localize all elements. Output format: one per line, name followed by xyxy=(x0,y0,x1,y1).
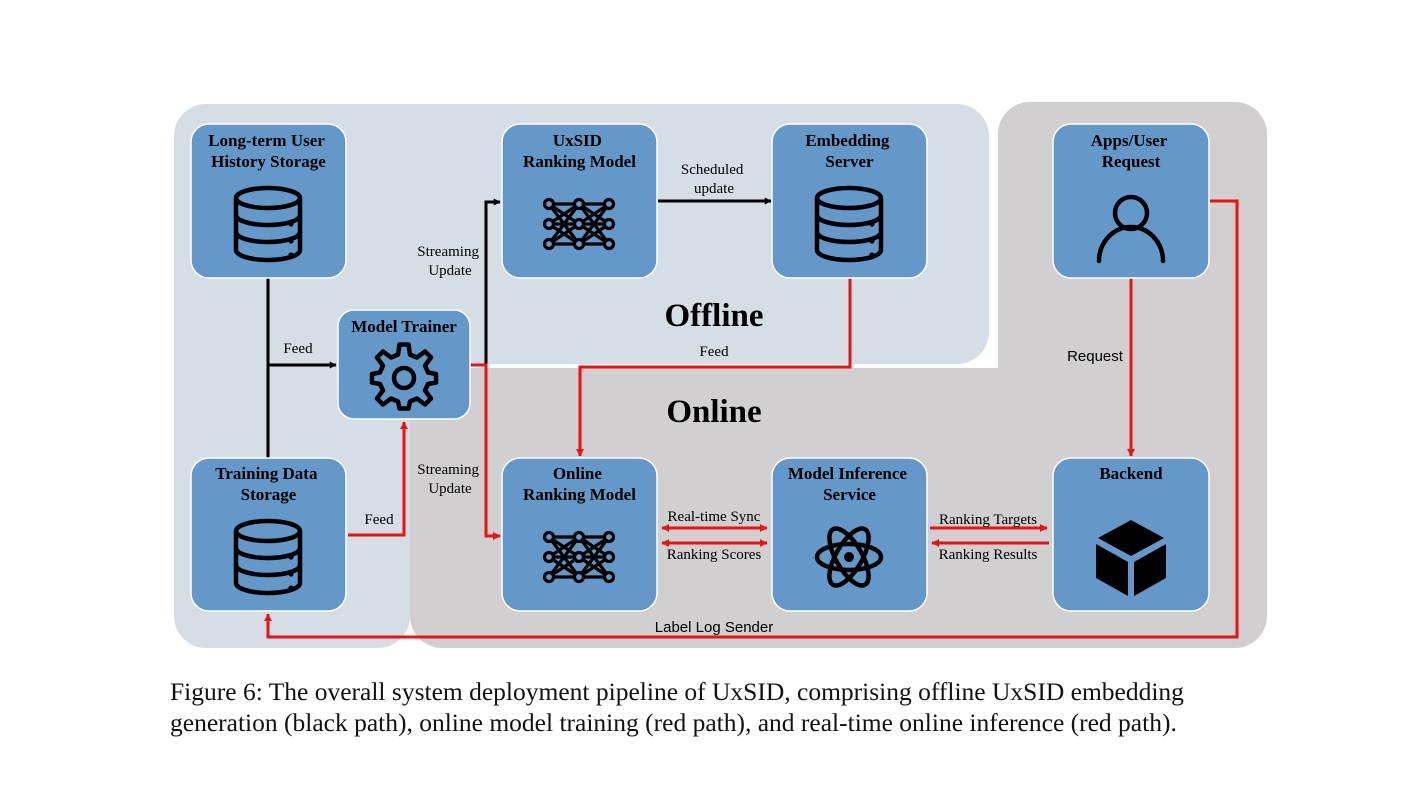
svg-text:Model Inference Service: Model Inference Service xyxy=(788,464,911,504)
node-uxsid-ranking-model: UxSID Ranking Model xyxy=(501,123,658,279)
neural-network-icon xyxy=(542,530,616,584)
node-label-line: Apps/User xyxy=(1091,131,1168,150)
node-label-line: Long-term User xyxy=(208,131,325,150)
svg-text:Backend: Backend xyxy=(1099,464,1163,483)
svg-text:Embedding Server: Embedding Server xyxy=(805,131,893,171)
realtime-sync-label: Real-time Sync xyxy=(668,509,761,525)
red-path-group xyxy=(264,199,1239,639)
node-label-line: UxSID xyxy=(553,131,602,150)
edge-label-line: Streaming xyxy=(417,462,479,478)
ranking-targets-label: Ranking Targets xyxy=(939,512,1037,528)
node-label-line: Online xyxy=(553,464,603,483)
feed-label-training: Feed xyxy=(364,512,394,528)
streaming-update-arrow-bottom xyxy=(470,363,501,540)
node-online-ranking-model: Online Ranking Model xyxy=(501,457,658,612)
node-label-line: Model Trainer xyxy=(351,317,457,336)
node-model-inference-service: Model Inference Service xyxy=(771,457,928,612)
black-path-group xyxy=(266,197,772,458)
neural-network-icon xyxy=(542,197,616,251)
scheduled-update-label: Scheduled update xyxy=(681,162,747,197)
svg-text:Online Ranking Model: Online Ranking Model xyxy=(523,464,636,504)
streaming-update-label-bottom: Streaming Update xyxy=(417,462,482,497)
node-embedding-server: Embedding Server xyxy=(771,123,928,279)
caption-line: Figure 6: The overall system deployment … xyxy=(170,677,1184,706)
online-title: Online xyxy=(666,394,761,430)
offline-title: Offline xyxy=(665,298,764,334)
streaming-update-label-top: Streaming Update xyxy=(417,244,482,279)
request-label: Request xyxy=(1067,348,1124,365)
node-label-line: Storage xyxy=(241,485,297,504)
svg-text:Model Trainer: Model Trainer xyxy=(351,317,457,336)
node-label-line: Ranking Model xyxy=(523,152,636,171)
label-log-sender-label: Label Log Sender xyxy=(655,619,773,636)
node-label-line: Training Data xyxy=(215,464,318,483)
edge-label-line: update xyxy=(694,181,734,197)
node-backend: Backend xyxy=(1052,457,1210,612)
feed-label-embedding: Feed xyxy=(699,344,729,360)
node-label-line: Embedding xyxy=(805,131,890,150)
feed-label-history: Feed xyxy=(283,341,313,357)
edge-label-line: Update xyxy=(428,263,472,279)
svg-text:Apps/User Request: Apps/User Request xyxy=(1091,131,1171,171)
node-training-data-storage: Training Data Storage xyxy=(190,457,347,612)
edge-label-line: Update xyxy=(428,481,472,497)
svg-text:UxSID Ranking Model: UxSID Ranking Model xyxy=(523,131,636,171)
node-label-line: Request xyxy=(1102,152,1161,171)
edge-label-line: Streaming xyxy=(417,244,479,260)
node-label-line: Server xyxy=(825,152,874,171)
feed-training-to-trainer-arrow xyxy=(348,421,408,537)
node-label-line: Model Inference xyxy=(788,464,908,483)
figure-caption: Figure 6: The overall system deployment … xyxy=(170,676,1290,738)
node-history-storage: Long-term User History Storage xyxy=(190,123,347,279)
node-label-line: Ranking Model xyxy=(523,485,636,504)
svg-text:Training Data Storage: Training Data Storage xyxy=(215,464,321,504)
node-label-line: Backend xyxy=(1099,464,1163,483)
node-label-line: History Storage xyxy=(211,152,326,171)
caption-line: generation (black path), online model tr… xyxy=(170,708,1177,737)
node-label-line: Service xyxy=(823,485,876,504)
ranking-scores-label: Ranking Scores xyxy=(667,547,762,563)
label-log-sender-arrow xyxy=(264,199,1239,639)
ranking-results-label: Ranking Results xyxy=(939,547,1038,563)
embedding-feed-arrow xyxy=(576,278,852,457)
svg-text:Long-term User History S: Long-term User History Storage xyxy=(208,131,329,171)
node-apps-user-request: Apps/User Request xyxy=(1052,123,1210,279)
edge-label-line: Scheduled xyxy=(681,162,744,178)
node-model-trainer: Model Trainer xyxy=(337,309,471,420)
